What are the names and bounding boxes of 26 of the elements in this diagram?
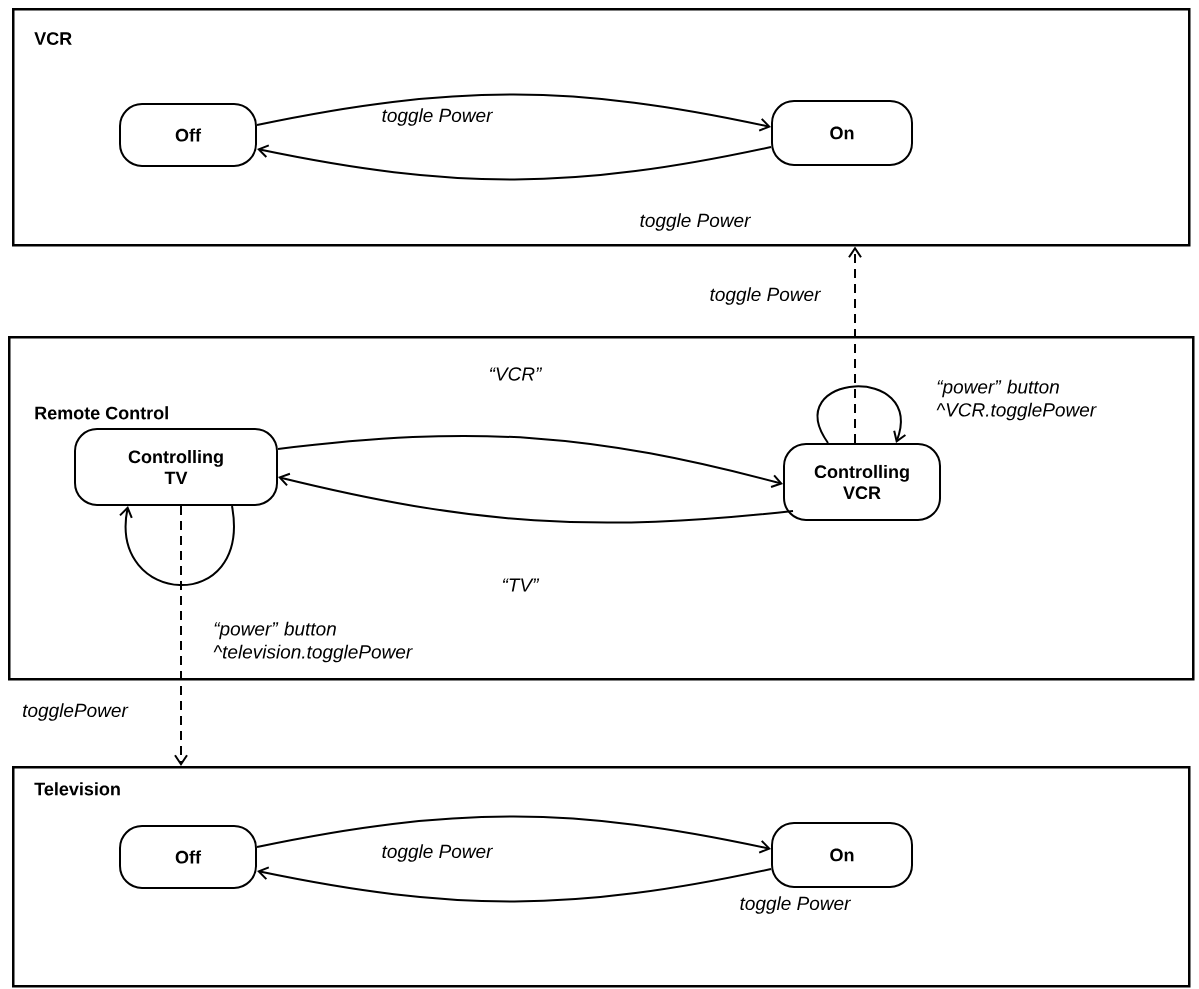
arrow (257, 144, 772, 181)
arrow (278, 472, 794, 524)
edge-label: toggle Power (382, 108, 494, 126)
edge-label: “TV” (502, 578, 540, 592)
arrow (119, 505, 235, 587)
state-box: Off (119, 825, 257, 889)
state-box: On (771, 822, 913, 888)
state-box: Controlling TV (74, 428, 278, 506)
state-box: On (771, 100, 913, 166)
edge-label: “power” button ^VCR.togglePower (936, 379, 1097, 421)
edge-label: “power” button ^television.togglePower (213, 621, 413, 663)
edge-label: togglePower (23, 703, 129, 721)
arrow (256, 815, 771, 854)
edge-label: “VCR” (490, 367, 543, 381)
edge-label: toggle Power (382, 844, 494, 862)
arrow (174, 505, 188, 766)
arrow (816, 385, 907, 444)
arrow (256, 93, 771, 132)
edge-label: toggle Power (710, 287, 822, 305)
arrow (257, 866, 772, 903)
arrow (277, 434, 783, 488)
state-box: Off (119, 103, 257, 167)
state-box: Controlling VCR (783, 443, 941, 521)
arrow (848, 246, 862, 444)
edge-label: toggle Power (640, 213, 752, 231)
edge-label: toggle Power (740, 896, 852, 914)
